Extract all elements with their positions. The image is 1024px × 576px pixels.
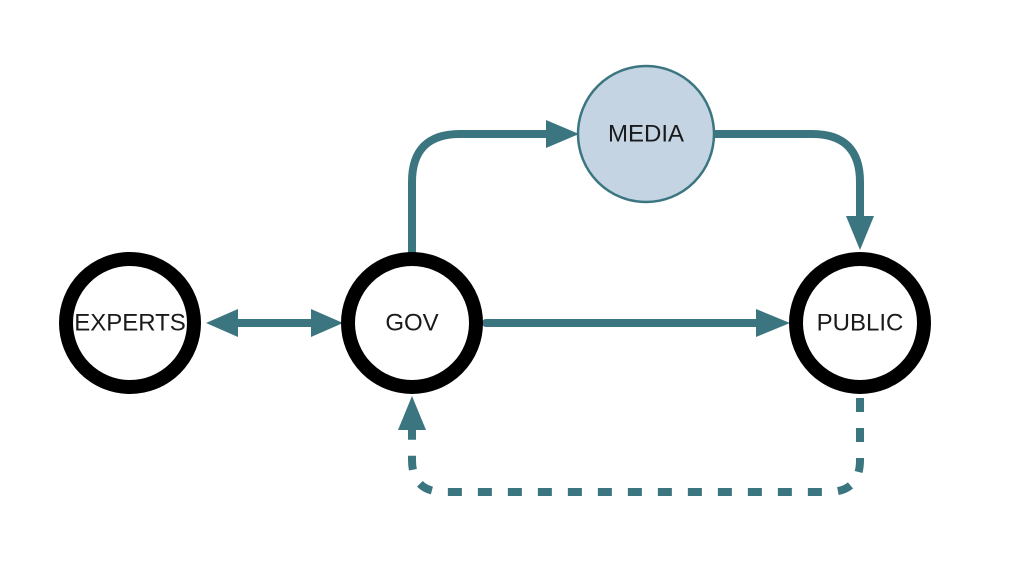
arrowhead-right-icon: [756, 309, 790, 337]
edge-public-gov-feedback: [398, 396, 864, 496]
node-media: MEDIA: [576, 64, 716, 204]
edge-media-public: [711, 130, 874, 250]
edge-gov-public: [482, 309, 790, 337]
node-gov: GOV: [341, 252, 483, 394]
arrowhead-up-icon: [398, 396, 426, 430]
node-gov-label: GOV: [385, 310, 438, 337]
edge-gov-media: [408, 120, 579, 256]
node-experts: EXPERTS: [59, 252, 201, 394]
node-experts-label: EXPERTS: [74, 310, 186, 337]
edges: [206, 120, 874, 496]
arrowhead-down-icon: [846, 216, 874, 250]
node-public-label: PUBLIC: [817, 310, 904, 337]
node-media-label: MEDIA: [608, 121, 684, 148]
arrowhead-left-icon: [206, 309, 238, 337]
arrowhead-right-icon: [546, 120, 579, 148]
node-public: PUBLIC: [789, 252, 931, 394]
edge-experts-gov: [206, 309, 343, 337]
arrowhead-right-icon: [311, 309, 343, 337]
